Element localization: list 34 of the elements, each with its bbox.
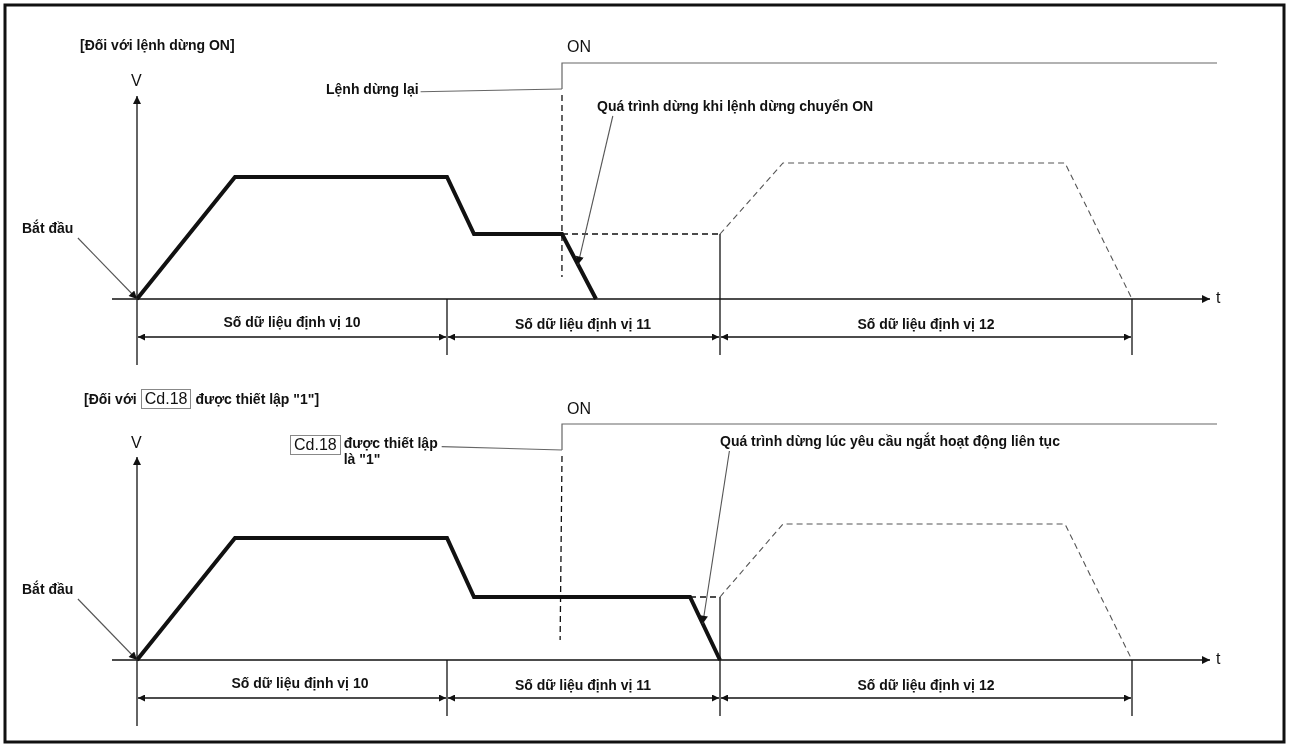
leader-line [575, 115, 614, 266]
section-heading: [Đối với lệnh dừng ON] [80, 37, 235, 53]
annotation-text: Quá trình dừng lúc yêu cầu ngắt hoạt động liên tục [720, 433, 1090, 449]
axis-label: V [131, 435, 142, 451]
parameter-tag: Cd.18 [290, 435, 341, 455]
section-heading: được thiết lập "1"] [195, 391, 320, 407]
dimension-label: Số dữ liệu định vị 10 [223, 314, 361, 330]
leader-line [77, 598, 138, 661]
signal-state-label: ON [567, 39, 591, 55]
dashed-line [561, 94, 563, 278]
leader-line [77, 237, 138, 300]
annotation-text: Quá trình dừng khi lệnh dừng chuyển ON [597, 98, 874, 114]
axis-label: t [1216, 290, 1221, 306]
speed-profile [135, 175, 598, 301]
signal-waveform [561, 62, 1218, 90]
dimension-label: Số dữ liệu định vị 11 [514, 316, 652, 332]
axis-label: V [131, 73, 142, 89]
annotation-text: Bắt đầu [22, 581, 74, 597]
dimension-label: Số dữ liệu định vị 10 [231, 675, 369, 691]
dimension-label: Số dữ liệu định vị 11 [514, 677, 652, 693]
dashed-line [559, 455, 563, 641]
speed-profile [135, 536, 722, 662]
leader-line [441, 446, 563, 451]
parameter-tag: Cd.18 [140, 389, 192, 409]
annotation-text: Bắt đầu [22, 220, 74, 236]
signal-state-label: ON [567, 401, 591, 417]
leader-line [700, 450, 730, 625]
leader-line [420, 88, 563, 93]
dimension-label: Số dữ liệu định vị 12 [857, 677, 995, 693]
annotation-text: được thiết lập là "1" [343, 435, 439, 467]
signal-waveform [561, 423, 1218, 451]
dimension-label: Số dữ liệu định vị 12 [857, 316, 995, 332]
axis-label: t [1216, 651, 1221, 667]
annotation-text: Lệnh dừng lại [326, 81, 419, 97]
